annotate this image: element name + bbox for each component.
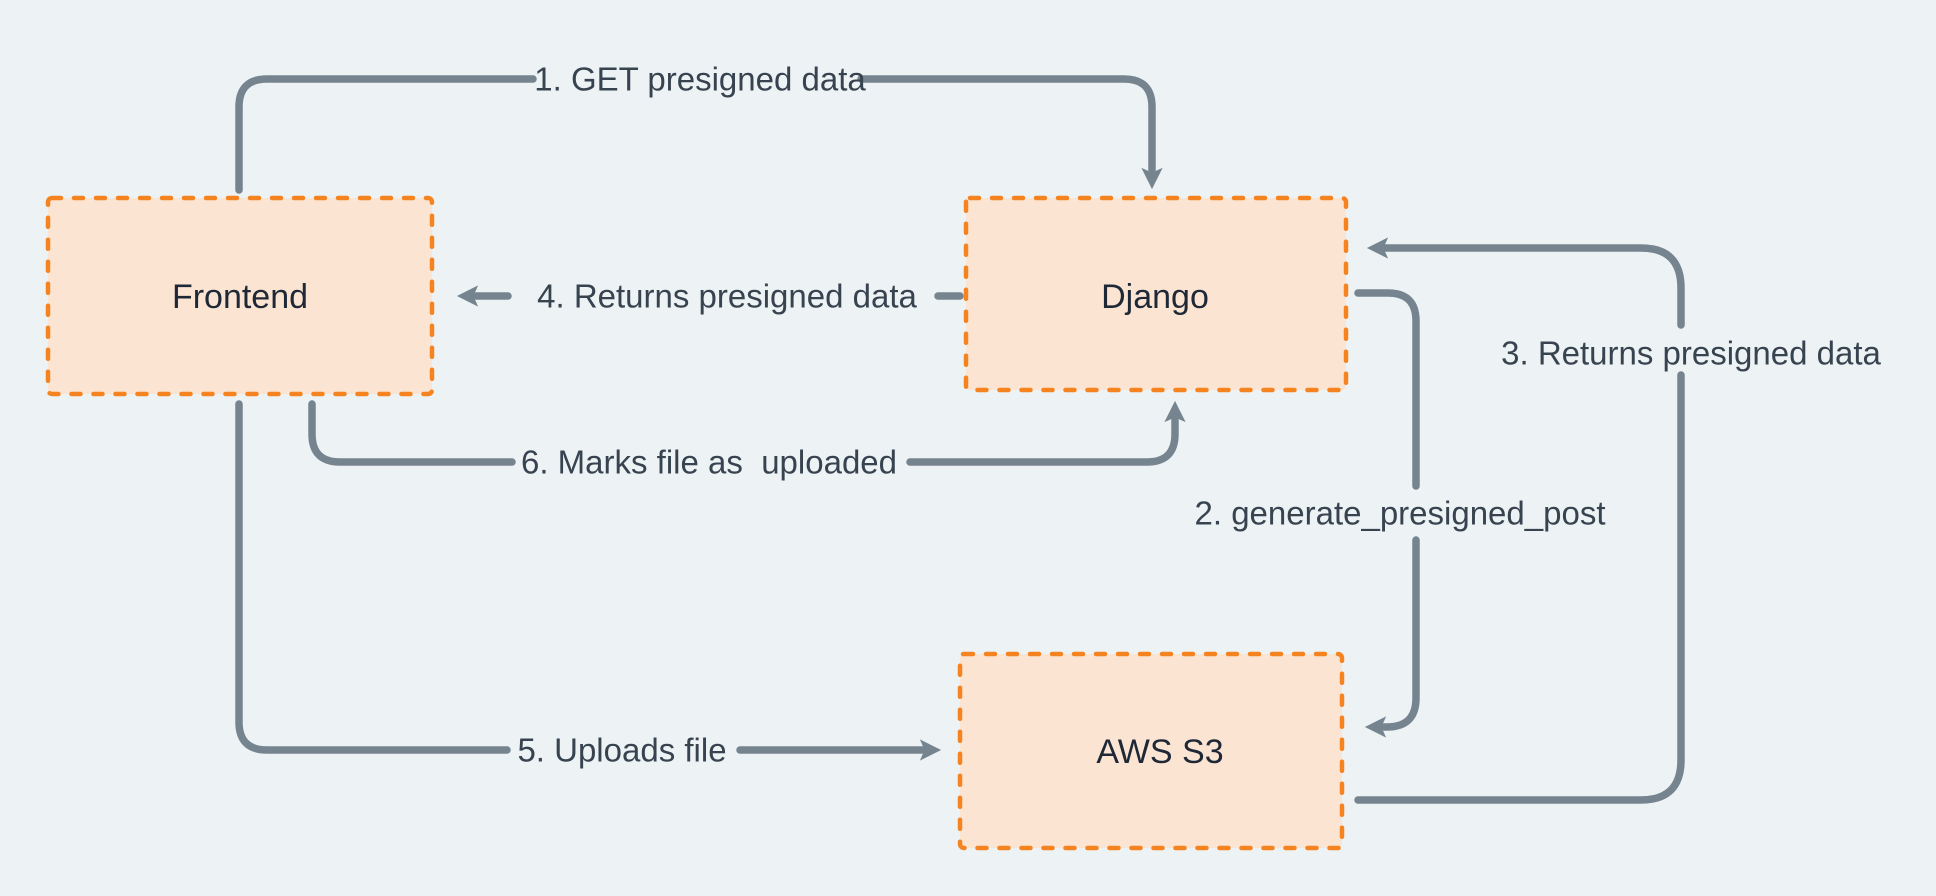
flow-1-line-start <box>235 75 537 194</box>
flow-6-line-start <box>308 400 516 466</box>
node-django-label: Django <box>1101 278 1209 316</box>
flow-3-label: 3. Returns presigned data <box>1501 335 1881 372</box>
connector-step5-uploads-file: 5. Uploads file <box>235 400 942 769</box>
flow-1-line-end <box>857 75 1163 190</box>
flow-6-label: 6. Marks file as uploaded <box>521 444 897 481</box>
connector-step4-returns-presigned-data: 4. Returns presigned data <box>456 278 964 315</box>
flow-2-line-end <box>1364 536 1420 738</box>
node-django: Django <box>963 195 1349 393</box>
connector-step3-returns-presigned-data: 3. Returns presigned data <box>1354 237 1882 804</box>
connector-step1-get-presigned-data: 1. GET presigned data <box>235 61 1163 194</box>
node-aws-s3-box <box>957 651 1345 851</box>
flow-3-line-end <box>1366 237 1685 329</box>
flow-1-label: 1. GET presigned data <box>534 61 866 98</box>
flow-3-line-start <box>1354 371 1685 804</box>
node-frontend: Frontend <box>45 195 435 397</box>
connector-step2-generate-presigned-post: 2. generate_presigned_post <box>1195 289 1606 738</box>
flow-5-line-start <box>235 400 511 754</box>
flow-6-line-end <box>906 400 1186 466</box>
connector-step6-marks-file-uploaded: 6. Marks file as uploaded <box>308 400 1186 481</box>
node-aws-s3: AWS S3 <box>957 651 1345 851</box>
flow-2-label: 2. generate_presigned_post <box>1195 495 1606 532</box>
node-django-box <box>963 195 1349 393</box>
node-aws-s3-label: AWS S3 <box>1096 733 1223 771</box>
node-frontend-label: Frontend <box>172 278 308 316</box>
flow-2-line-start <box>1354 289 1420 490</box>
flow-4-label: 4. Returns presigned data <box>537 278 917 315</box>
node-frontend-box <box>45 195 435 397</box>
flow-5-label: 5. Uploads file <box>517 732 726 769</box>
